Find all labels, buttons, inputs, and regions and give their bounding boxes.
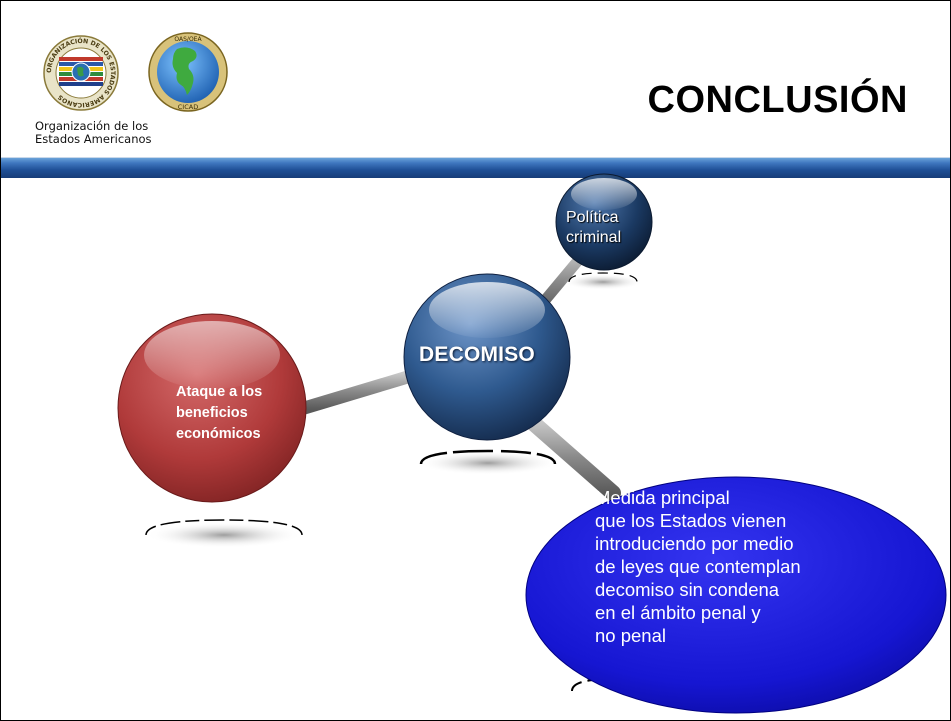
cicad-top-text: OAS/OEA: [174, 36, 202, 43]
node-ataque-beneficios: [117, 313, 307, 503]
node-medida-principal: [525, 476, 947, 714]
slide-title: CONCLUSIÓN: [647, 79, 908, 121]
header-band: [1, 158, 950, 178]
connector-left: [294, 366, 428, 416]
label-medida-line-2: que los Estados vienen: [595, 510, 787, 531]
shadow-bottom-node: [571, 678, 613, 692]
label-ataque-beneficios: Ataque a los beneficios económicos: [176, 382, 262, 445]
cicad-globe-logo: OAS/OEA CICAD: [148, 32, 228, 112]
label-politica-line-1: Política: [566, 209, 619, 226]
label-medida-line-4: de leyes que contemplan: [595, 556, 801, 577]
shadow-top-node: [563, 272, 643, 290]
label-medida-line-1: Medida principal: [595, 487, 730, 508]
cicad-bottom-text: CICAD: [178, 103, 198, 111]
label-medida-line-3: introduciendo por medio: [595, 533, 794, 554]
oas-seal-logo: ORGANIZACIÓN DE LOS ESTADOS AMERICANOS: [43, 35, 119, 111]
label-ataque-line-1: Ataque a los: [176, 384, 263, 400]
connector-bottom: [523, 413, 621, 501]
label-politica-criminal: Política criminal: [566, 208, 621, 248]
node-politica-criminal: [555, 173, 653, 271]
label-ataque-line-2: beneficios: [176, 405, 248, 421]
slide-header: ORGANIZACIÓN DE LOS ESTADOS AMERICANOS: [1, 1, 950, 171]
label-medida-principal: Medida principal que los Estados vienen …: [595, 486, 801, 647]
label-decomiso: DECOMISO: [419, 343, 535, 366]
organization-name: Organización de los Estados Americanos: [35, 120, 152, 146]
label-ataque-line-3: económicos: [176, 426, 261, 442]
org-name-line-2: Estados Americanos: [35, 132, 152, 146]
org-name-line-1: Organización de los: [35, 119, 149, 133]
node-decomiso: [403, 273, 571, 441]
shadow-left-node: [145, 519, 303, 548]
label-medida-line-6: en el ámbito penal y: [595, 602, 761, 623]
label-medida-line-7: no penal: [595, 625, 666, 646]
label-medida-line-5: decomiso sin condena: [595, 579, 780, 600]
shadow-center-node: [418, 449, 558, 475]
label-politica-line-2: criminal: [566, 229, 622, 246]
